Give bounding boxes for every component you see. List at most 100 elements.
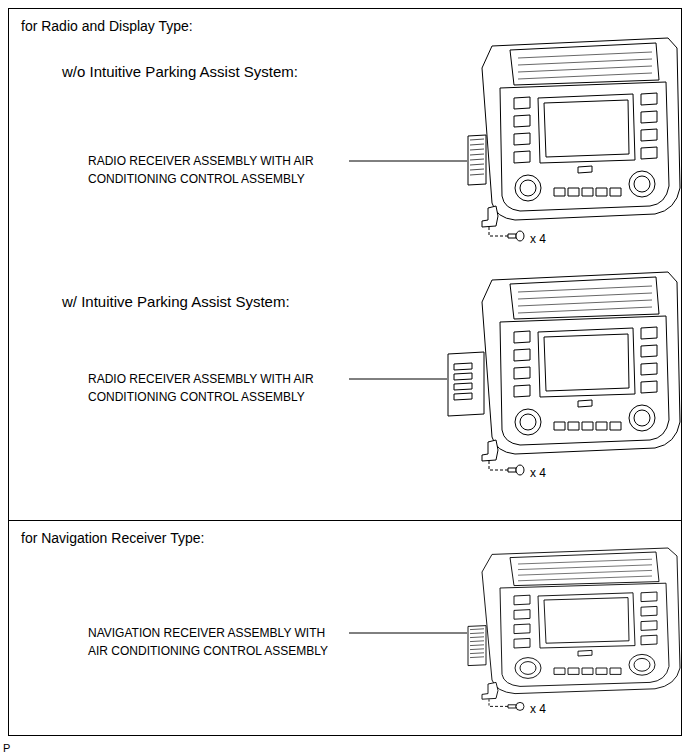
button xyxy=(582,668,593,674)
vent-line xyxy=(518,576,652,581)
button xyxy=(554,668,565,674)
button xyxy=(578,400,592,407)
button xyxy=(596,188,607,196)
guide-line xyxy=(489,227,508,236)
connector xyxy=(454,393,472,400)
button xyxy=(568,422,579,430)
display-screen xyxy=(544,598,629,644)
bezel xyxy=(482,272,680,454)
button xyxy=(568,188,579,196)
hatch-line xyxy=(470,159,484,160)
screw-head xyxy=(516,702,524,710)
quantity: x 4 xyxy=(530,230,546,248)
section-box: for Radio and Display Type: xyxy=(8,8,682,521)
knob-cap xyxy=(520,414,536,430)
button xyxy=(641,381,657,393)
button xyxy=(596,668,607,674)
hatch-line xyxy=(470,652,484,654)
hatch-line xyxy=(470,174,484,175)
button xyxy=(514,385,530,397)
button xyxy=(610,422,621,430)
knob-cap xyxy=(634,176,650,192)
face-plate xyxy=(500,316,669,445)
bracket xyxy=(482,682,498,699)
display-frame xyxy=(538,593,635,648)
button xyxy=(514,638,530,648)
button xyxy=(554,188,565,196)
screw-head xyxy=(516,231,524,241)
part-name: RADIO RECEIVER ASSEMBLY WITH AIR CONDITI… xyxy=(88,370,343,406)
button xyxy=(641,592,657,602)
screw-shank xyxy=(508,468,516,472)
screw-shank xyxy=(508,705,516,708)
button xyxy=(582,422,593,430)
button xyxy=(610,668,621,674)
button xyxy=(514,367,530,379)
vent-line xyxy=(518,293,652,299)
button xyxy=(641,606,657,616)
vent-line xyxy=(518,565,652,570)
connector xyxy=(454,373,472,380)
leader-line xyxy=(349,161,467,162)
display-screen xyxy=(544,100,629,157)
button xyxy=(578,650,592,656)
vent-line xyxy=(518,66,652,72)
knob-cap xyxy=(520,180,536,196)
knob-cap xyxy=(634,658,650,671)
knob xyxy=(515,409,541,435)
button xyxy=(641,621,657,631)
hatch-line xyxy=(470,636,484,638)
button xyxy=(514,349,530,361)
top-opening xyxy=(510,43,659,85)
button xyxy=(582,188,593,196)
hatch-line xyxy=(470,149,484,150)
control-panel xyxy=(468,38,680,241)
hatch-line xyxy=(470,644,484,646)
button xyxy=(514,595,530,605)
face-plate xyxy=(500,82,669,211)
bracket xyxy=(482,440,498,461)
connector xyxy=(454,383,472,390)
hatch-line xyxy=(470,632,484,634)
display-frame xyxy=(538,328,635,397)
hatch-line xyxy=(470,164,484,165)
button xyxy=(610,188,621,196)
button xyxy=(641,147,657,159)
button xyxy=(641,363,657,375)
hatch-line xyxy=(470,154,484,155)
section-heading: for Navigation Receiver Type: xyxy=(21,530,204,546)
leader-line xyxy=(349,379,447,380)
variant-heading: w/ Intuitive Parking Assist System: xyxy=(62,293,290,311)
face-plate xyxy=(500,583,669,686)
button xyxy=(641,635,657,645)
control-panel xyxy=(448,272,680,475)
top-opening xyxy=(510,277,659,319)
knob xyxy=(629,405,655,431)
button xyxy=(514,133,530,145)
vent-line xyxy=(518,286,652,292)
guide-line xyxy=(489,461,508,470)
vent-line xyxy=(518,52,652,58)
knob-cap xyxy=(634,410,650,426)
button xyxy=(641,129,657,141)
figure-code: P xyxy=(3,739,10,756)
display-frame xyxy=(538,94,635,163)
button xyxy=(641,327,657,339)
bezel xyxy=(482,548,680,694)
part-name: RADIO RECEIVER ASSEMBLY WITH AIR CONDITI… xyxy=(88,152,343,188)
receiver-unit xyxy=(468,626,486,666)
button xyxy=(514,610,530,620)
knob xyxy=(515,175,541,201)
hatch-line xyxy=(470,648,484,650)
connector xyxy=(454,363,472,370)
button xyxy=(641,111,657,123)
vent-line xyxy=(518,73,652,79)
hatch-line xyxy=(470,640,484,642)
section-heading: for Radio and Display Type: xyxy=(21,18,193,34)
display-screen xyxy=(544,334,629,391)
quantity: x 4 xyxy=(530,464,546,482)
receiver-unit xyxy=(448,352,484,416)
bezel xyxy=(482,38,680,220)
